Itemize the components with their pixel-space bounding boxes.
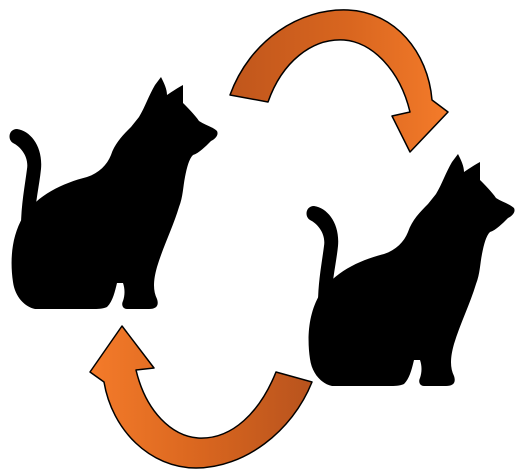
top-cycle-arrow-icon: [230, 10, 448, 152]
cat-right-silhouette-icon: [307, 154, 515, 386]
bottom-cycle-arrow-icon: [90, 326, 312, 468]
cat-left-silhouette-icon: [10, 77, 218, 309]
